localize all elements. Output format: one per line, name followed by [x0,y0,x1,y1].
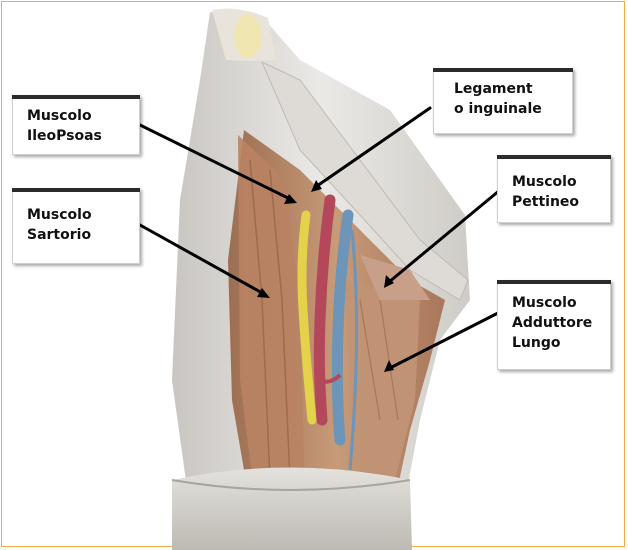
skin-cuff [172,468,412,550]
label-ileopsoas: Muscolo IleoPsoas [27,106,102,146]
label-box-legamento: Legament o inguinale [433,68,573,134]
label-adduttore: Muscolo Adduttore Lungo [512,293,592,353]
label-box-adduttore: Muscolo Adduttore Lungo [497,280,611,370]
label-box-sartorio: Muscolo Sartorio [12,188,140,264]
label-legamento: Legament o inguinale [454,79,542,119]
label-box-pettineo: Muscolo Pettineo [497,155,611,223]
label-pettineo: Muscolo Pettineo [512,172,579,212]
label-sartorio: Muscolo Sartorio [27,205,92,245]
label-box-ileopsoas: Muscolo IleoPsoas [12,95,140,155]
